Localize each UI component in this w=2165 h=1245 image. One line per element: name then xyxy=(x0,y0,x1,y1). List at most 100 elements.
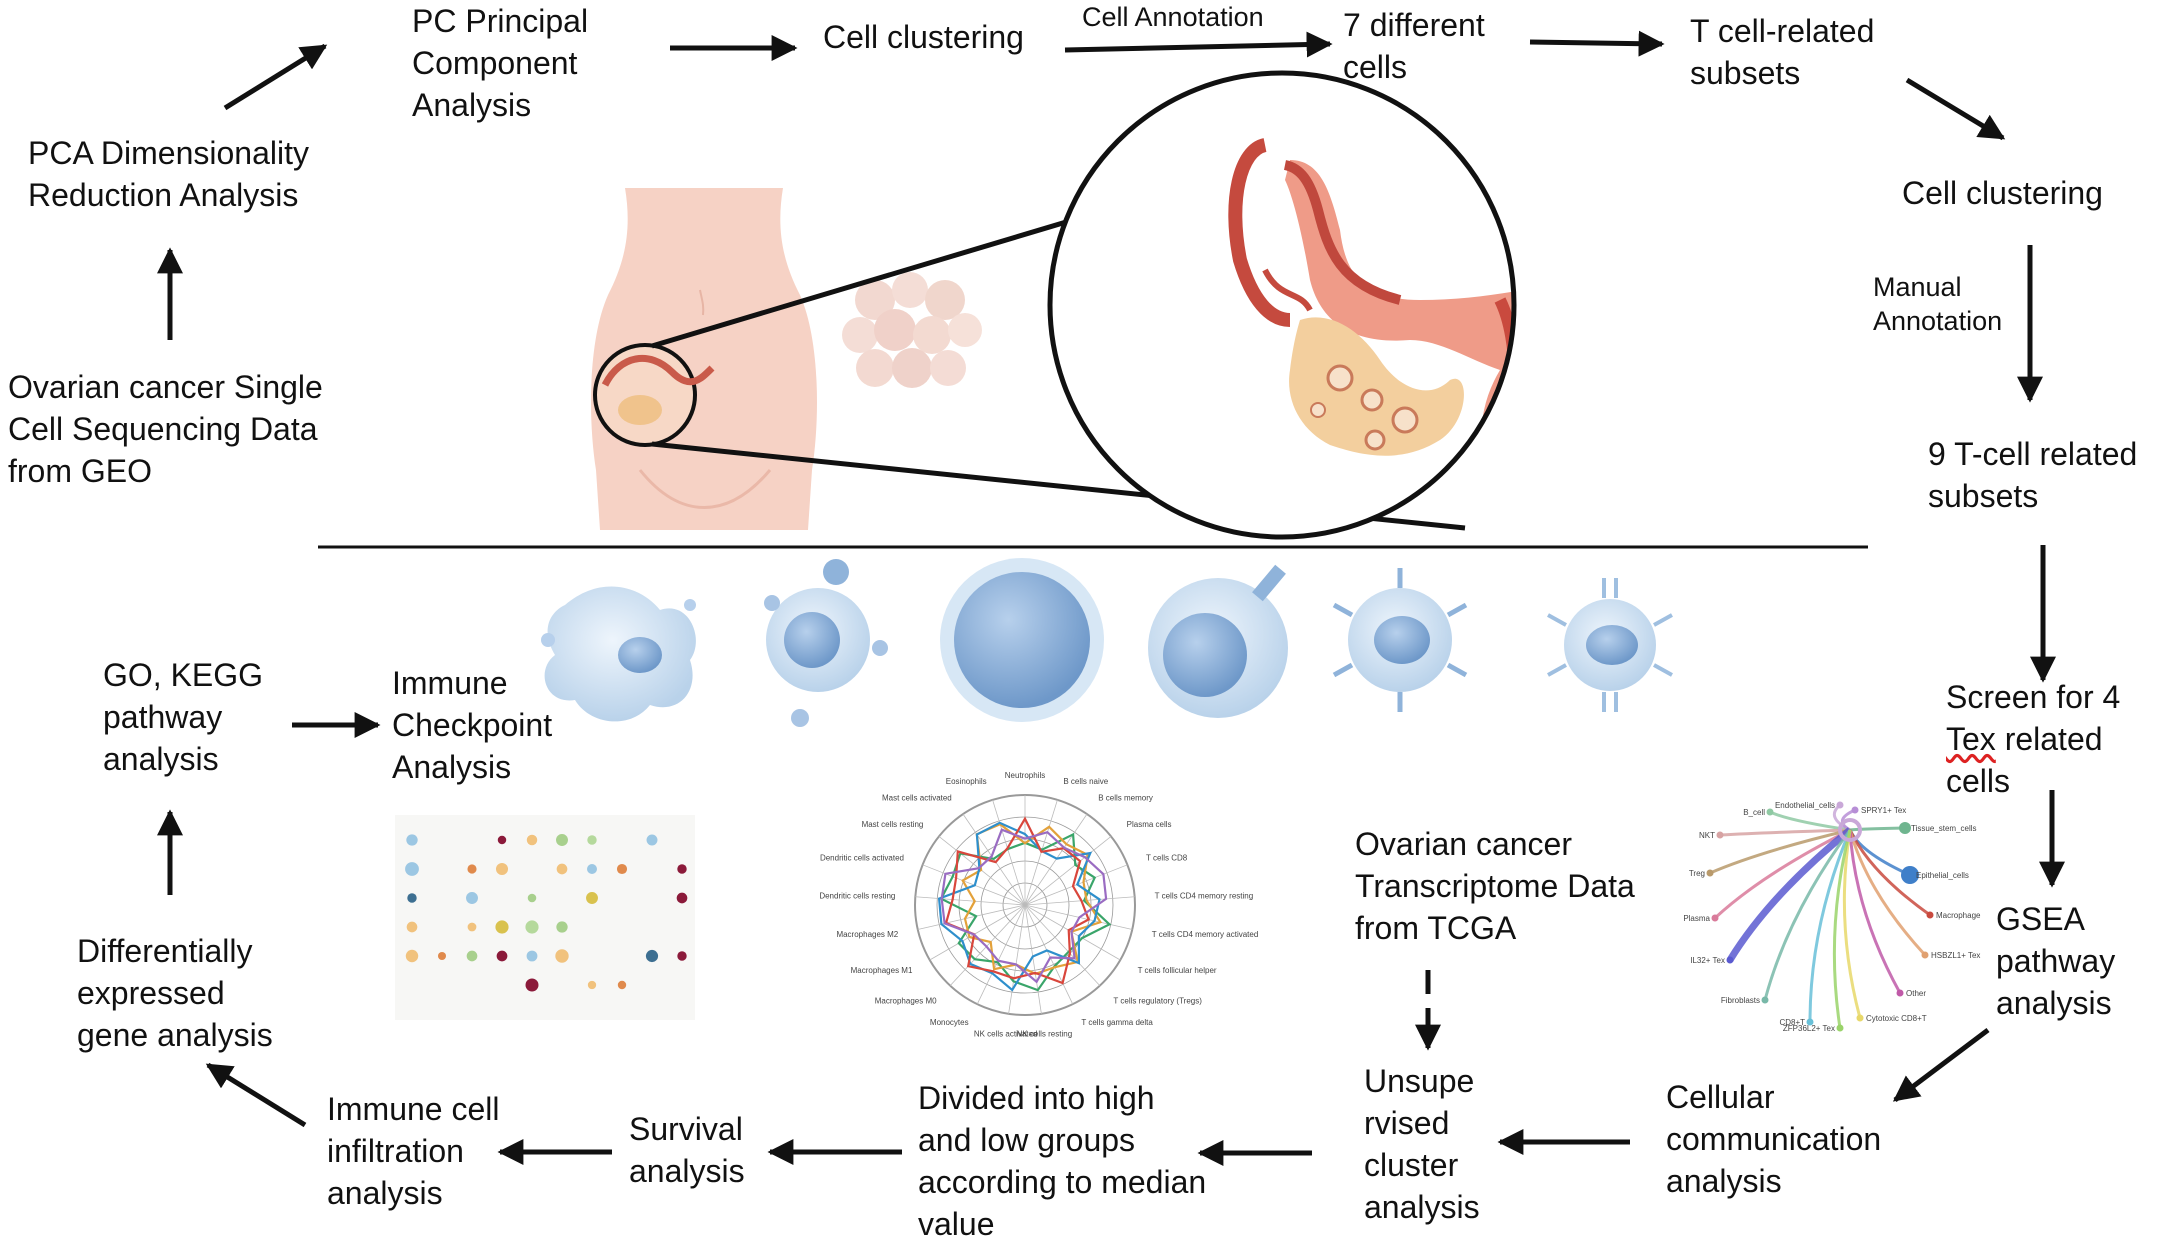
network-node-label: Epithelial_cells xyxy=(1916,871,1969,880)
label-divided: Divided into high and low groups accordi… xyxy=(918,1080,1207,1242)
network-node-label: CD8+T xyxy=(1779,1018,1805,1027)
label-cell-clustering-2: Cell clustering xyxy=(1902,175,2103,211)
radar-axis-label: B cells memory xyxy=(1098,794,1153,803)
radar-axis-label: Dendritic cells resting xyxy=(819,891,895,900)
radar-spoke xyxy=(976,904,1026,1005)
network-node-label: HSBZL1+ Tex xyxy=(1931,951,1980,960)
radar-spoke xyxy=(1024,836,1112,906)
network-background xyxy=(1680,785,1970,1040)
cell-6 xyxy=(1547,578,1673,712)
label-pc-principal: PC Principal Component Analysis xyxy=(412,3,589,123)
cell-2 xyxy=(764,559,888,727)
cell-4 xyxy=(1148,564,1288,718)
dot-plot-point xyxy=(437,951,447,961)
network-edge xyxy=(1727,827,1853,962)
network-node xyxy=(1716,831,1724,839)
radar-axis-label: Macrophages M1 xyxy=(851,966,913,975)
label-cell-clustering-1: Cell clustering xyxy=(823,19,1024,55)
label-screen-tex: Screen for 4 Tex related cells xyxy=(1946,676,2120,802)
network-node-label: Tissue_stem_cells xyxy=(1911,824,1977,833)
network-hub-loop xyxy=(1838,818,1862,842)
network-node xyxy=(1901,866,1919,884)
dot-plot-point xyxy=(407,893,417,903)
radar-axis-label: T cells gamma delta xyxy=(1081,1018,1153,1027)
network-node-label: Macrophage xyxy=(1936,911,1981,920)
immune-cell-row xyxy=(541,558,1673,727)
network-edge xyxy=(1709,828,1851,875)
radar-axis-label: NK cells resting xyxy=(1017,1030,1073,1039)
dot-plot-point xyxy=(556,863,568,875)
dot-plot-point xyxy=(525,920,539,934)
dot-plot-point xyxy=(406,921,418,933)
radar-axis-label: T cells CD4 memory activated xyxy=(1152,930,1259,939)
label-screen-tex-part3: related cells xyxy=(1946,721,2103,799)
dot-plot-point xyxy=(525,978,539,992)
dot-plot-point xyxy=(616,863,628,875)
dot-plot-point xyxy=(467,922,477,932)
label-screen-tex-part2: Tex xyxy=(1946,721,1996,757)
network-node xyxy=(1921,951,1929,959)
label-manual-annotation: Manual Annotation xyxy=(1873,272,2003,336)
dot-plot-point xyxy=(617,980,627,990)
dot-plot-point xyxy=(405,949,419,963)
label-9-t-subsets: 9 T-cell related subsets xyxy=(1928,436,2138,514)
dot-plot-point xyxy=(495,920,509,934)
label-cellular-communication: Cellular communication analysis xyxy=(1666,1079,1882,1199)
radar-axis-label: Plasma cells xyxy=(1127,820,1172,829)
network-edge xyxy=(1848,829,1927,957)
label-screen-tex-part1: Screen for 4 xyxy=(1946,679,2121,715)
network-node xyxy=(1706,869,1714,877)
radar-spoke xyxy=(949,904,1026,986)
cell-5 xyxy=(1332,568,1468,712)
radar-axis-label: Macrophages M2 xyxy=(836,930,898,939)
cell-3 xyxy=(940,558,1104,722)
network-edge xyxy=(1849,826,1906,832)
network-node xyxy=(1926,911,1934,919)
dot-plot-point xyxy=(496,950,508,962)
dot-plot-point xyxy=(645,949,659,963)
dot-plot-thumbnail xyxy=(395,815,695,1020)
dot-plot-point xyxy=(467,864,477,874)
label-tcga: Ovarian cancer Transcriptome Data from T… xyxy=(1355,826,1635,946)
dot-plot-point xyxy=(406,834,418,846)
network-node-label: IL32+ Tex xyxy=(1690,956,1725,965)
tissue-patch xyxy=(842,272,982,388)
arrow-immune-to-deg xyxy=(205,1062,307,1128)
network-edge xyxy=(1832,829,1852,1029)
label-go-kegg: GO, KEGG pathway analysis xyxy=(103,657,264,777)
network-edge xyxy=(1713,828,1851,920)
dot-plot-point xyxy=(526,950,538,962)
label-cell-annotation: Cell Annotation xyxy=(1082,2,1264,32)
network-node xyxy=(1806,1018,1814,1026)
dot-plot-point xyxy=(527,893,537,903)
label-checkpoint: Immune Checkpoint Analysis xyxy=(392,665,553,785)
network-node xyxy=(1711,914,1719,922)
dot-plot-point xyxy=(587,980,597,990)
network-edge xyxy=(1719,828,1851,837)
radar-axis-label: T cells CD4 memory resting xyxy=(1155,891,1254,900)
label-t-subsets: T cell-related subsets xyxy=(1690,13,1875,91)
radar-series-line xyxy=(940,828,1108,984)
label-survival: Survival analysis xyxy=(629,1111,745,1189)
radar-spoke xyxy=(1024,896,1135,906)
dot-plot-point xyxy=(466,892,478,904)
network-node xyxy=(1896,989,1904,997)
network-node xyxy=(1851,806,1859,814)
network-node-label: B_cell xyxy=(1743,808,1765,817)
radar-spoke xyxy=(929,904,1026,961)
network-node-label: SPRY1+ Tex xyxy=(1861,806,1906,815)
network-node xyxy=(1761,996,1769,1004)
label-gsea: GSEA pathway analysis xyxy=(1996,901,2116,1021)
radar-axis-label: T cells follicular helper xyxy=(1138,966,1217,975)
dot-plot-background xyxy=(395,815,695,1020)
network-node-label: Other xyxy=(1906,989,1926,998)
label-deg: Differentially expressed gene analysis xyxy=(77,933,273,1053)
dot-plot-point xyxy=(497,835,507,845)
network-node xyxy=(1766,808,1774,816)
arrow-clustering-to-7cells xyxy=(1064,31,1333,58)
radar-spoke xyxy=(1024,904,1074,1005)
dot-plot-point xyxy=(586,892,598,904)
radar-axis-label: Mast cells activated xyxy=(882,794,952,803)
label-immune-infiltration: Immune cell infiltration analysis xyxy=(327,1091,500,1211)
